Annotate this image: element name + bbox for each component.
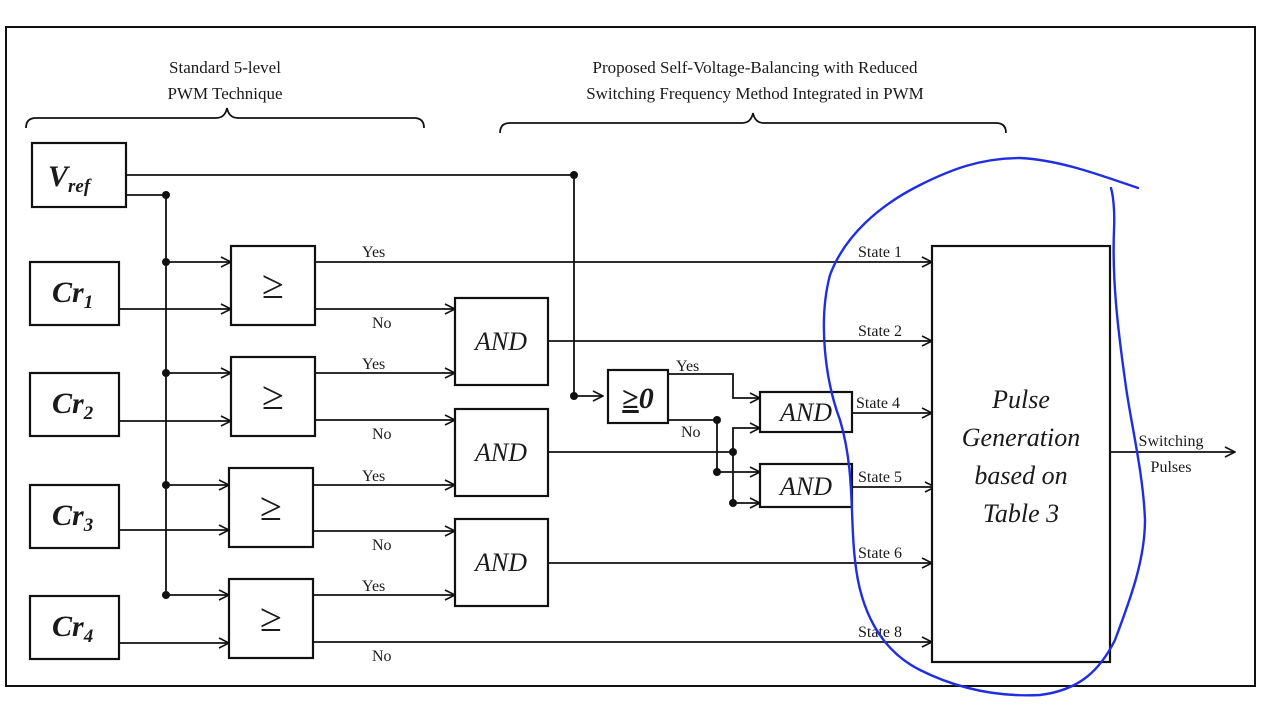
carrier-block-1: Cr1	[28, 260, 121, 327]
svg-text:Vref: Vref	[48, 160, 92, 197]
carrier-block-4: Cr4	[28, 594, 121, 661]
carrier-label: Cr	[52, 499, 84, 532]
no-label: No	[372, 315, 392, 332]
comparator-symbol: ≥	[260, 484, 282, 529]
state-label: State 2	[858, 323, 902, 340]
pulse-block-line2: Generation	[962, 423, 1080, 452]
carrier-wiring	[119, 309, 231, 643]
no-label: No	[681, 424, 701, 441]
svg-text:Cr2: Cr2	[52, 387, 94, 424]
state-label: State 1	[858, 244, 902, 261]
switching-pulses-output: Switching Pulses	[1110, 433, 1235, 476]
and-gate-4: AND	[758, 390, 854, 434]
and-gate-1: AND	[453, 296, 550, 387]
comparator-symbol: ≥	[262, 262, 284, 307]
state-label: State 6	[858, 545, 902, 562]
header-proposed-line1: Proposed Self-Voltage-Balancing with Red…	[593, 58, 918, 77]
yes-label: Yes	[362, 356, 385, 373]
header-standard: Standard 5-level PWM Technique	[25, 58, 425, 129]
vref-label: V	[48, 160, 71, 193]
no-label: No	[372, 648, 392, 665]
no-label: No	[372, 537, 392, 554]
and-outputs	[548, 341, 932, 563]
svg-text:≥0: ≥0	[622, 382, 653, 415]
header-proposed: Proposed Self-Voltage-Balancing with Red…	[499, 58, 1007, 134]
carrier-block-3: Cr3	[28, 483, 121, 550]
and-label: AND	[473, 438, 527, 467]
pulse-generation-block: Pulse Generation based on Table 3	[930, 244, 1112, 664]
pulse-block-line4: Table 3	[983, 499, 1059, 528]
zero-comparator-symbol: ≥	[622, 382, 638, 415]
carrier-label: Cr	[52, 610, 84, 643]
figure-frame	[5, 26, 1256, 687]
zero-comparator-outputs: Yes No	[668, 358, 760, 507]
comparator-1: ≥	[229, 244, 317, 327]
carrier-block-2: Cr2	[28, 371, 121, 438]
vref-subscript: ref	[68, 176, 92, 197]
comparator-2: ≥	[229, 355, 317, 438]
and-gate-3: AND	[453, 517, 550, 608]
and-label: AND	[778, 472, 832, 501]
header-standard-line1: Standard 5-level	[169, 58, 281, 77]
svg-text:Cr1: Cr1	[52, 276, 93, 313]
brace-standard	[25, 107, 425, 129]
vref-block: Vref	[30, 141, 128, 209]
and-gate-2: AND	[453, 407, 550, 498]
state-labels: State 1 State 2 State 4 State 5 State 6 …	[856, 244, 902, 641]
yes-label: Yes	[362, 468, 385, 485]
state-label: State 4	[856, 395, 900, 412]
header-proposed-line2: Switching Frequency Method Integrated in…	[586, 84, 924, 103]
carrier-subscript: 2	[83, 403, 94, 424]
hand-drawn-annotation-circle	[822, 156, 1147, 697]
yes-label: Yes	[362, 244, 385, 261]
comparator-3: ≥	[227, 466, 315, 549]
yes-label: Yes	[676, 358, 699, 375]
carrier-label: Cr	[52, 276, 84, 309]
zero-comparator: ≥0	[606, 368, 670, 425]
output-label-line1: Switching	[1139, 433, 1204, 450]
comparator-symbol: ≥	[260, 595, 282, 640]
and-label: AND	[473, 327, 527, 356]
and-label: AND	[473, 548, 527, 577]
and-label: AND	[778, 398, 832, 427]
comparator-symbol: ≥	[262, 373, 284, 418]
yes-label: Yes	[362, 578, 385, 595]
vref-wiring	[126, 171, 603, 599]
svg-text:Cr3: Cr3	[52, 499, 93, 536]
pulse-block-line1: Pulse	[991, 385, 1050, 414]
comparator-4: ≥	[227, 577, 315, 660]
comparator-outputs: Yes No Yes No Yes No Yes No	[313, 244, 932, 665]
pulse-block-line3: based on	[974, 461, 1067, 490]
carrier-label: Cr	[52, 387, 84, 420]
svg-text:Cr4: Cr4	[52, 610, 93, 647]
header-standard-line2: PWM Technique	[167, 84, 282, 103]
carrier-subscript: 1	[84, 292, 94, 313]
zero-comparator-value: 0	[639, 382, 654, 415]
and-gate-5: AND	[758, 462, 854, 509]
state-label: State 8	[858, 624, 902, 641]
no-label: No	[372, 426, 392, 443]
output-label-line2: Pulses	[1151, 459, 1192, 476]
carrier-subscript: 4	[83, 626, 94, 647]
brace-proposed	[499, 112, 1007, 134]
carrier-subscript: 3	[83, 515, 94, 536]
state-label: State 5	[858, 469, 902, 486]
